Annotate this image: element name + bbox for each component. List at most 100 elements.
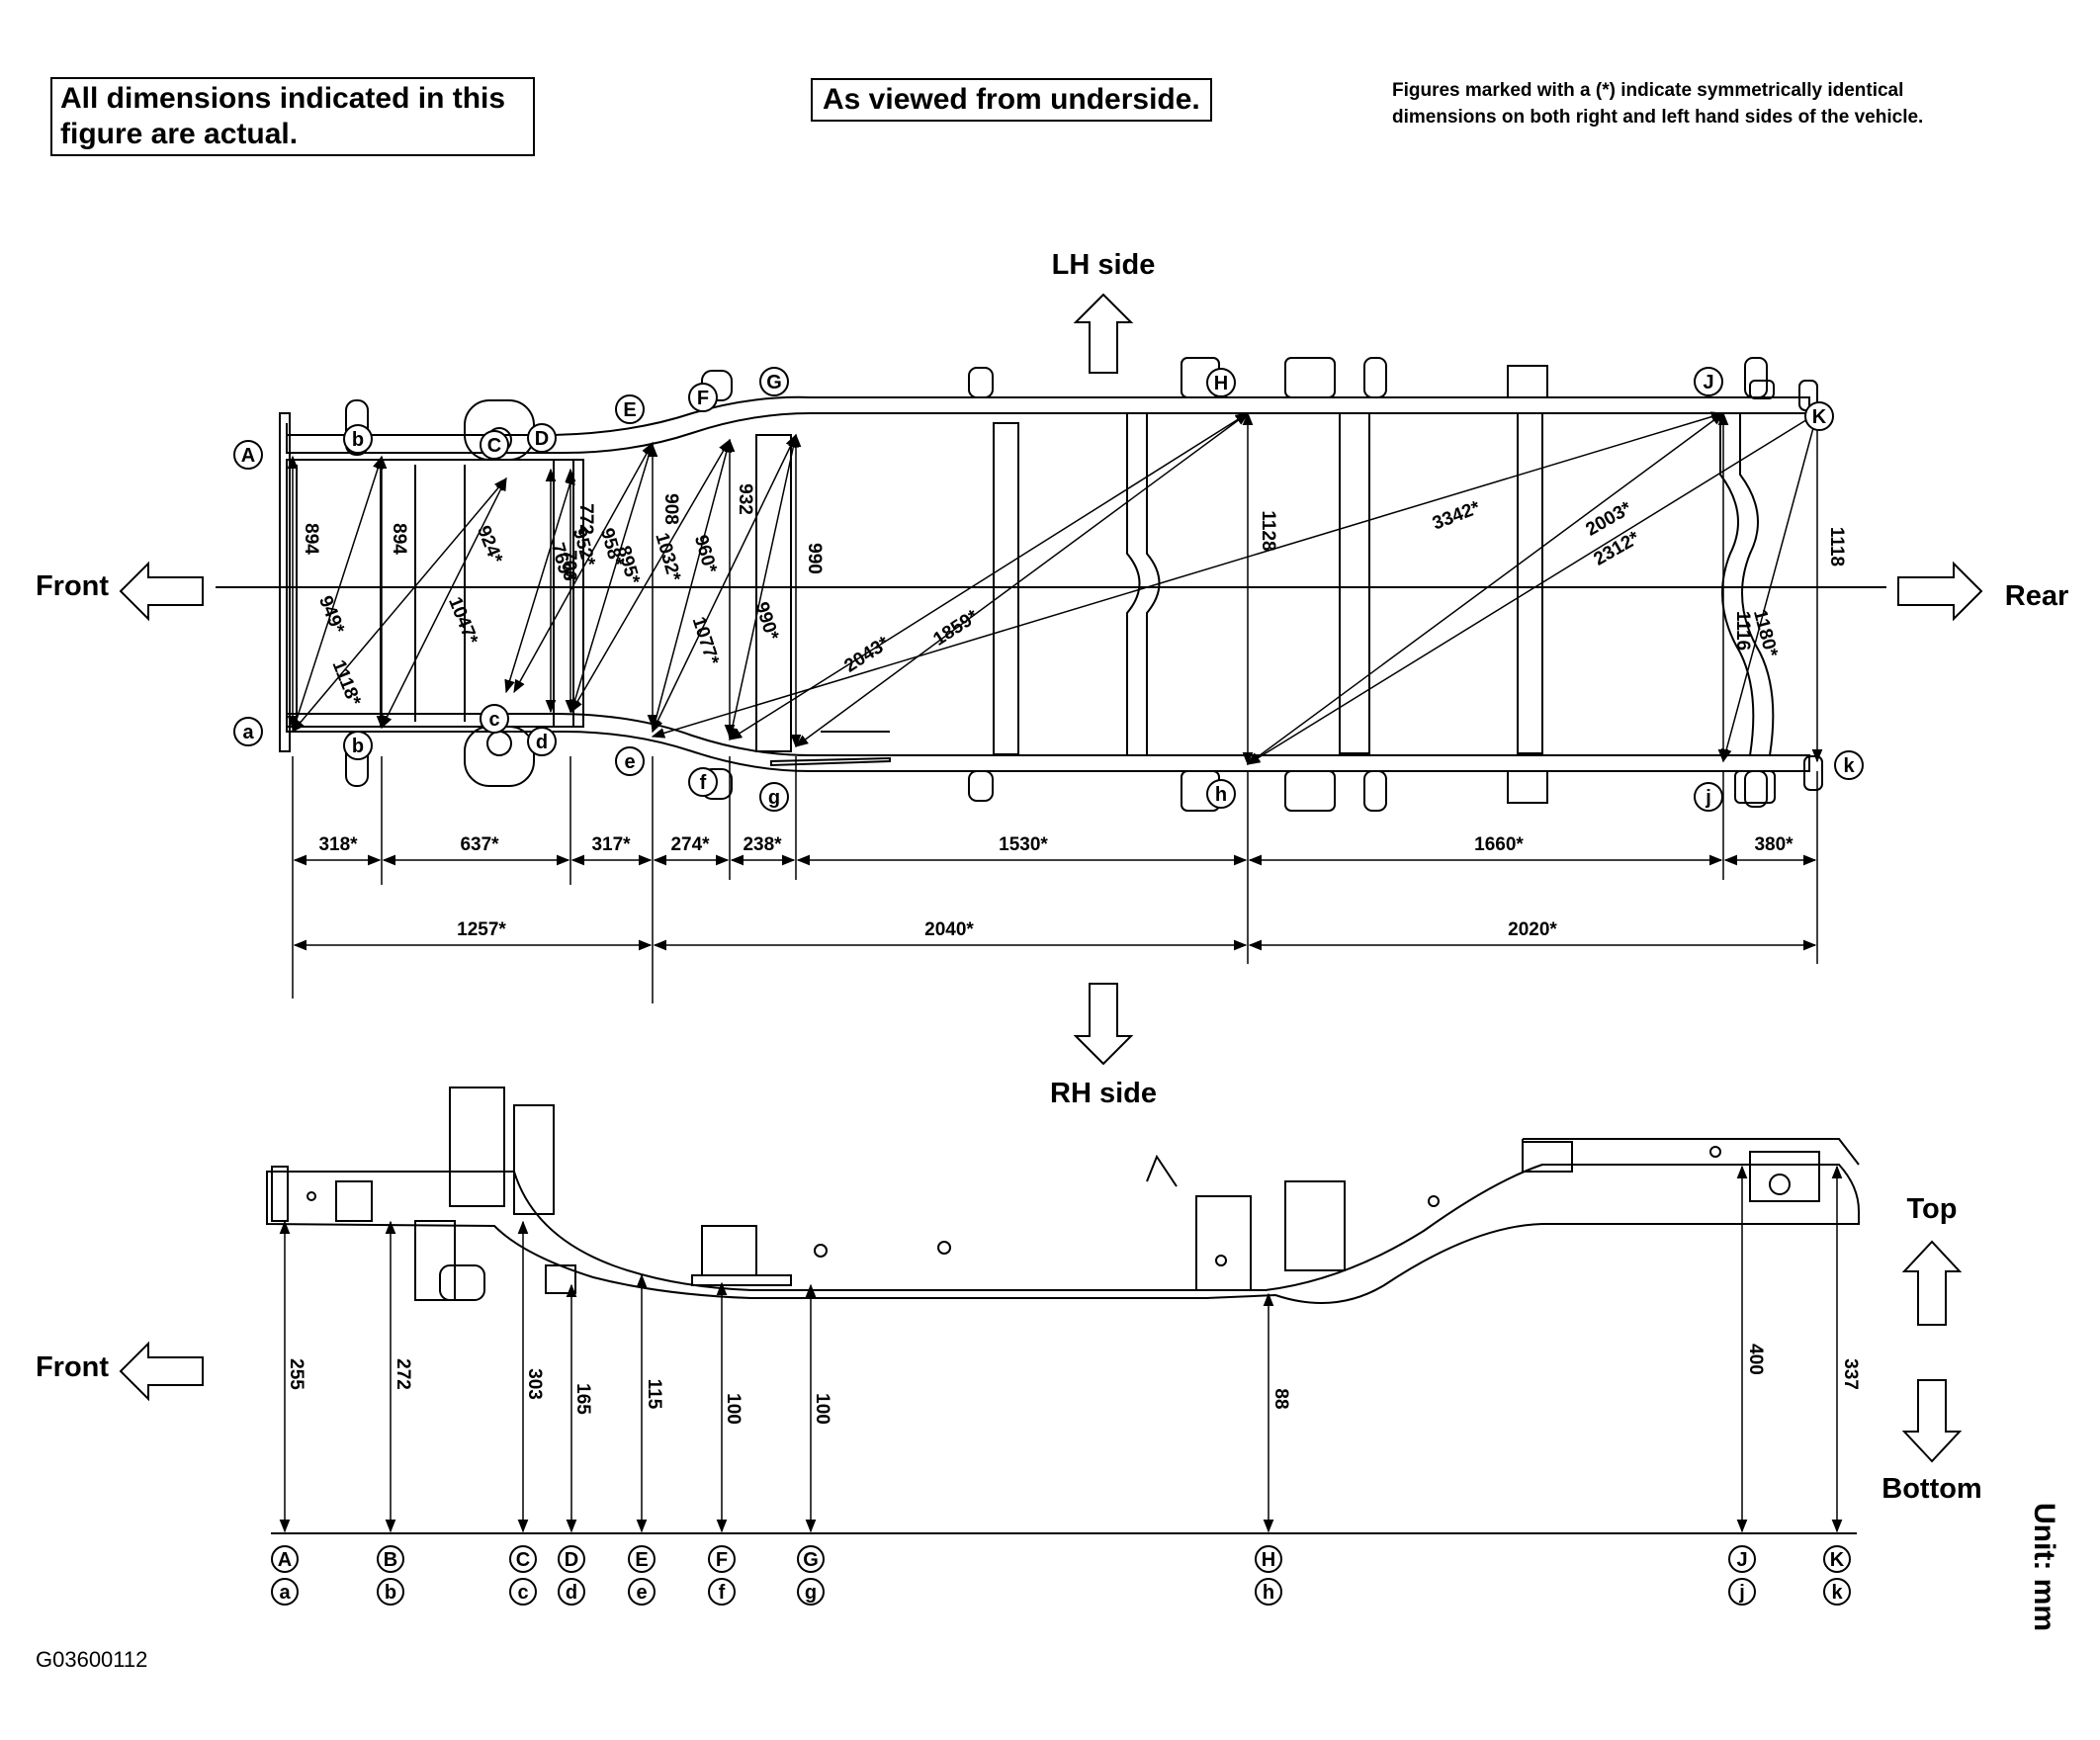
side-upper-point-2: C: [516, 1549, 530, 1571]
width-label-8: 1116: [1732, 611, 1753, 651]
height-label-3: 165: [572, 1383, 593, 1415]
side-upper-point-1-marker: [377, 1545, 404, 1573]
symmetry-note: Figures marked with a (*) indicate symme…: [1392, 77, 1923, 130]
side-lower-point-9: k: [1831, 1582, 1843, 1604]
top-lower-point-6-marker: [759, 782, 789, 812]
side-lower-point-2-marker: [509, 1578, 537, 1606]
side-upper-point-8-marker: [1728, 1545, 1756, 1573]
side-upper-point-3: D: [565, 1549, 578, 1571]
diagonal-label-8: 1032*: [651, 531, 684, 584]
side-lower-point-2: c: [517, 1582, 528, 1604]
top-upper-point-6-marker: [759, 367, 789, 396]
side-upper-point-0: A: [278, 1549, 292, 1571]
top-upper-point-1-marker: [343, 424, 373, 454]
top-upper-point-0: A: [241, 445, 255, 467]
top-lower-point-7: h: [1215, 784, 1227, 806]
top-lower-point-1: b: [352, 736, 364, 757]
top-lower-point-7-marker: [1206, 779, 1236, 809]
diagonal-label-13: 1859*: [929, 606, 983, 651]
actual-note-line1: All dimensions indicated in this: [60, 82, 506, 115]
side-lower-point-4: e: [636, 1582, 647, 1604]
diagonal-label-14: 3342*: [1430, 497, 1483, 535]
side-upper-point-0-marker: [271, 1545, 299, 1573]
spacing-label-5: 1530*: [999, 834, 1048, 855]
height-dimensions: [271, 1165, 1857, 1534]
rh-side-label: RH side: [1050, 1078, 1157, 1109]
top-upper-point-4: E: [623, 399, 636, 421]
top-upper-point-0-marker: [233, 440, 263, 470]
diagonal-label-2: 924*: [473, 523, 506, 567]
actual-dimensions-note: All dimensions indicated in this figure …: [50, 77, 535, 156]
top-lower-point-0: a: [242, 722, 254, 743]
lh-side-label: LH side: [1052, 249, 1156, 281]
side-upper-point-8: J: [1736, 1549, 1747, 1571]
top-upper-point-6: G: [766, 372, 782, 393]
lh-side-arrow-icon: [1073, 293, 1134, 374]
top-upper-point-9-marker: [1804, 401, 1834, 431]
front-arrow-icon: [119, 561, 204, 622]
top-lower-point-1-marker: [343, 731, 373, 760]
top-lower-point-6: g: [768, 787, 780, 809]
width-label-0: 894: [301, 523, 321, 555]
front-side-label: Front: [36, 1351, 109, 1383]
side-lower-point-3-marker: [558, 1578, 585, 1606]
side-upper-point-4: E: [635, 1549, 648, 1571]
top-lower-point-3-marker: [527, 727, 557, 756]
view-note: As viewed from underside.: [811, 78, 1212, 122]
top-upper-point-3-marker: [527, 423, 557, 453]
side-lower-point-6-marker: [797, 1578, 825, 1606]
side-lower-point-6: g: [805, 1582, 817, 1604]
top-upper-point-7: H: [1214, 373, 1228, 394]
side-upper-point-1: B: [384, 1549, 397, 1571]
width-dimensions: [287, 411, 1823, 766]
height-label-1: 272: [393, 1358, 413, 1390]
side-upper-point-7: H: [1262, 1549, 1275, 1571]
figure-id: G03600112: [36, 1647, 148, 1672]
top-upper-point-9: K: [1812, 406, 1827, 428]
side-upper-point-3-marker: [558, 1545, 585, 1573]
top-label: Top: [1907, 1193, 1958, 1225]
top-lower-point-9-marker: [1834, 750, 1864, 780]
top-lower-point-5-marker: [688, 767, 718, 797]
height-label-7: 88: [1270, 1388, 1291, 1409]
side-upper-point-4-marker: [628, 1545, 656, 1573]
rear-arrow-icon: [1897, 561, 1983, 622]
top-lower-point-4: e: [624, 751, 635, 773]
height-label-0: 255: [286, 1358, 306, 1390]
side-upper-point-2-marker: [509, 1545, 537, 1573]
side-lower-point-1: b: [385, 1582, 396, 1604]
symmetry-note-line2: dimensions on both right and left hand s…: [1392, 107, 1924, 128]
side-upper-point-9: K: [1830, 1549, 1845, 1571]
width-label-3: 706: [559, 550, 579, 581]
rear-label: Rear: [2005, 580, 2069, 612]
top-lower-point-2-marker: [480, 704, 509, 734]
side-view-frame: [266, 1087, 1860, 1304]
height-label-5: 100: [723, 1393, 744, 1425]
top-lower-point-3: d: [536, 732, 548, 753]
side-lower-point-5-marker: [708, 1578, 736, 1606]
top-upper-point-5-marker: [688, 383, 718, 412]
side-upper-point-6-marker: [797, 1545, 825, 1573]
width-label-5: 932: [735, 483, 755, 515]
width-label-7: 1128: [1258, 510, 1278, 551]
width-label-6: 990: [804, 543, 825, 574]
height-label-8: 400: [1745, 1344, 1766, 1375]
side-lower-point-7-marker: [1255, 1578, 1282, 1606]
side-upper-point-7-marker: [1255, 1545, 1282, 1573]
front-label: Front: [36, 570, 109, 602]
top-upper-point-7-marker: [1206, 368, 1236, 397]
diagonal-label-7: 895*: [613, 544, 644, 587]
side-upper-point-5-marker: [708, 1545, 736, 1573]
side-lower-point-3: d: [566, 1582, 577, 1604]
top-lower-point-9: k: [1843, 755, 1855, 777]
bottom-arrow-icon: [1901, 1379, 1963, 1463]
top-lower-point-8-marker: [1694, 782, 1723, 812]
spacing-total-label-2: 2020*: [1508, 919, 1557, 940]
actual-note-line2: figure are actual.: [60, 118, 299, 150]
top-upper-point-2-marker: [480, 430, 509, 460]
rh-side-arrow-icon: [1073, 983, 1134, 1066]
diagonal-label-12: 2043*: [840, 633, 894, 677]
spacing-total-label-0: 1257*: [457, 919, 506, 940]
height-label-2: 303: [524, 1368, 545, 1400]
top-upper-point-5: F: [697, 388, 709, 409]
